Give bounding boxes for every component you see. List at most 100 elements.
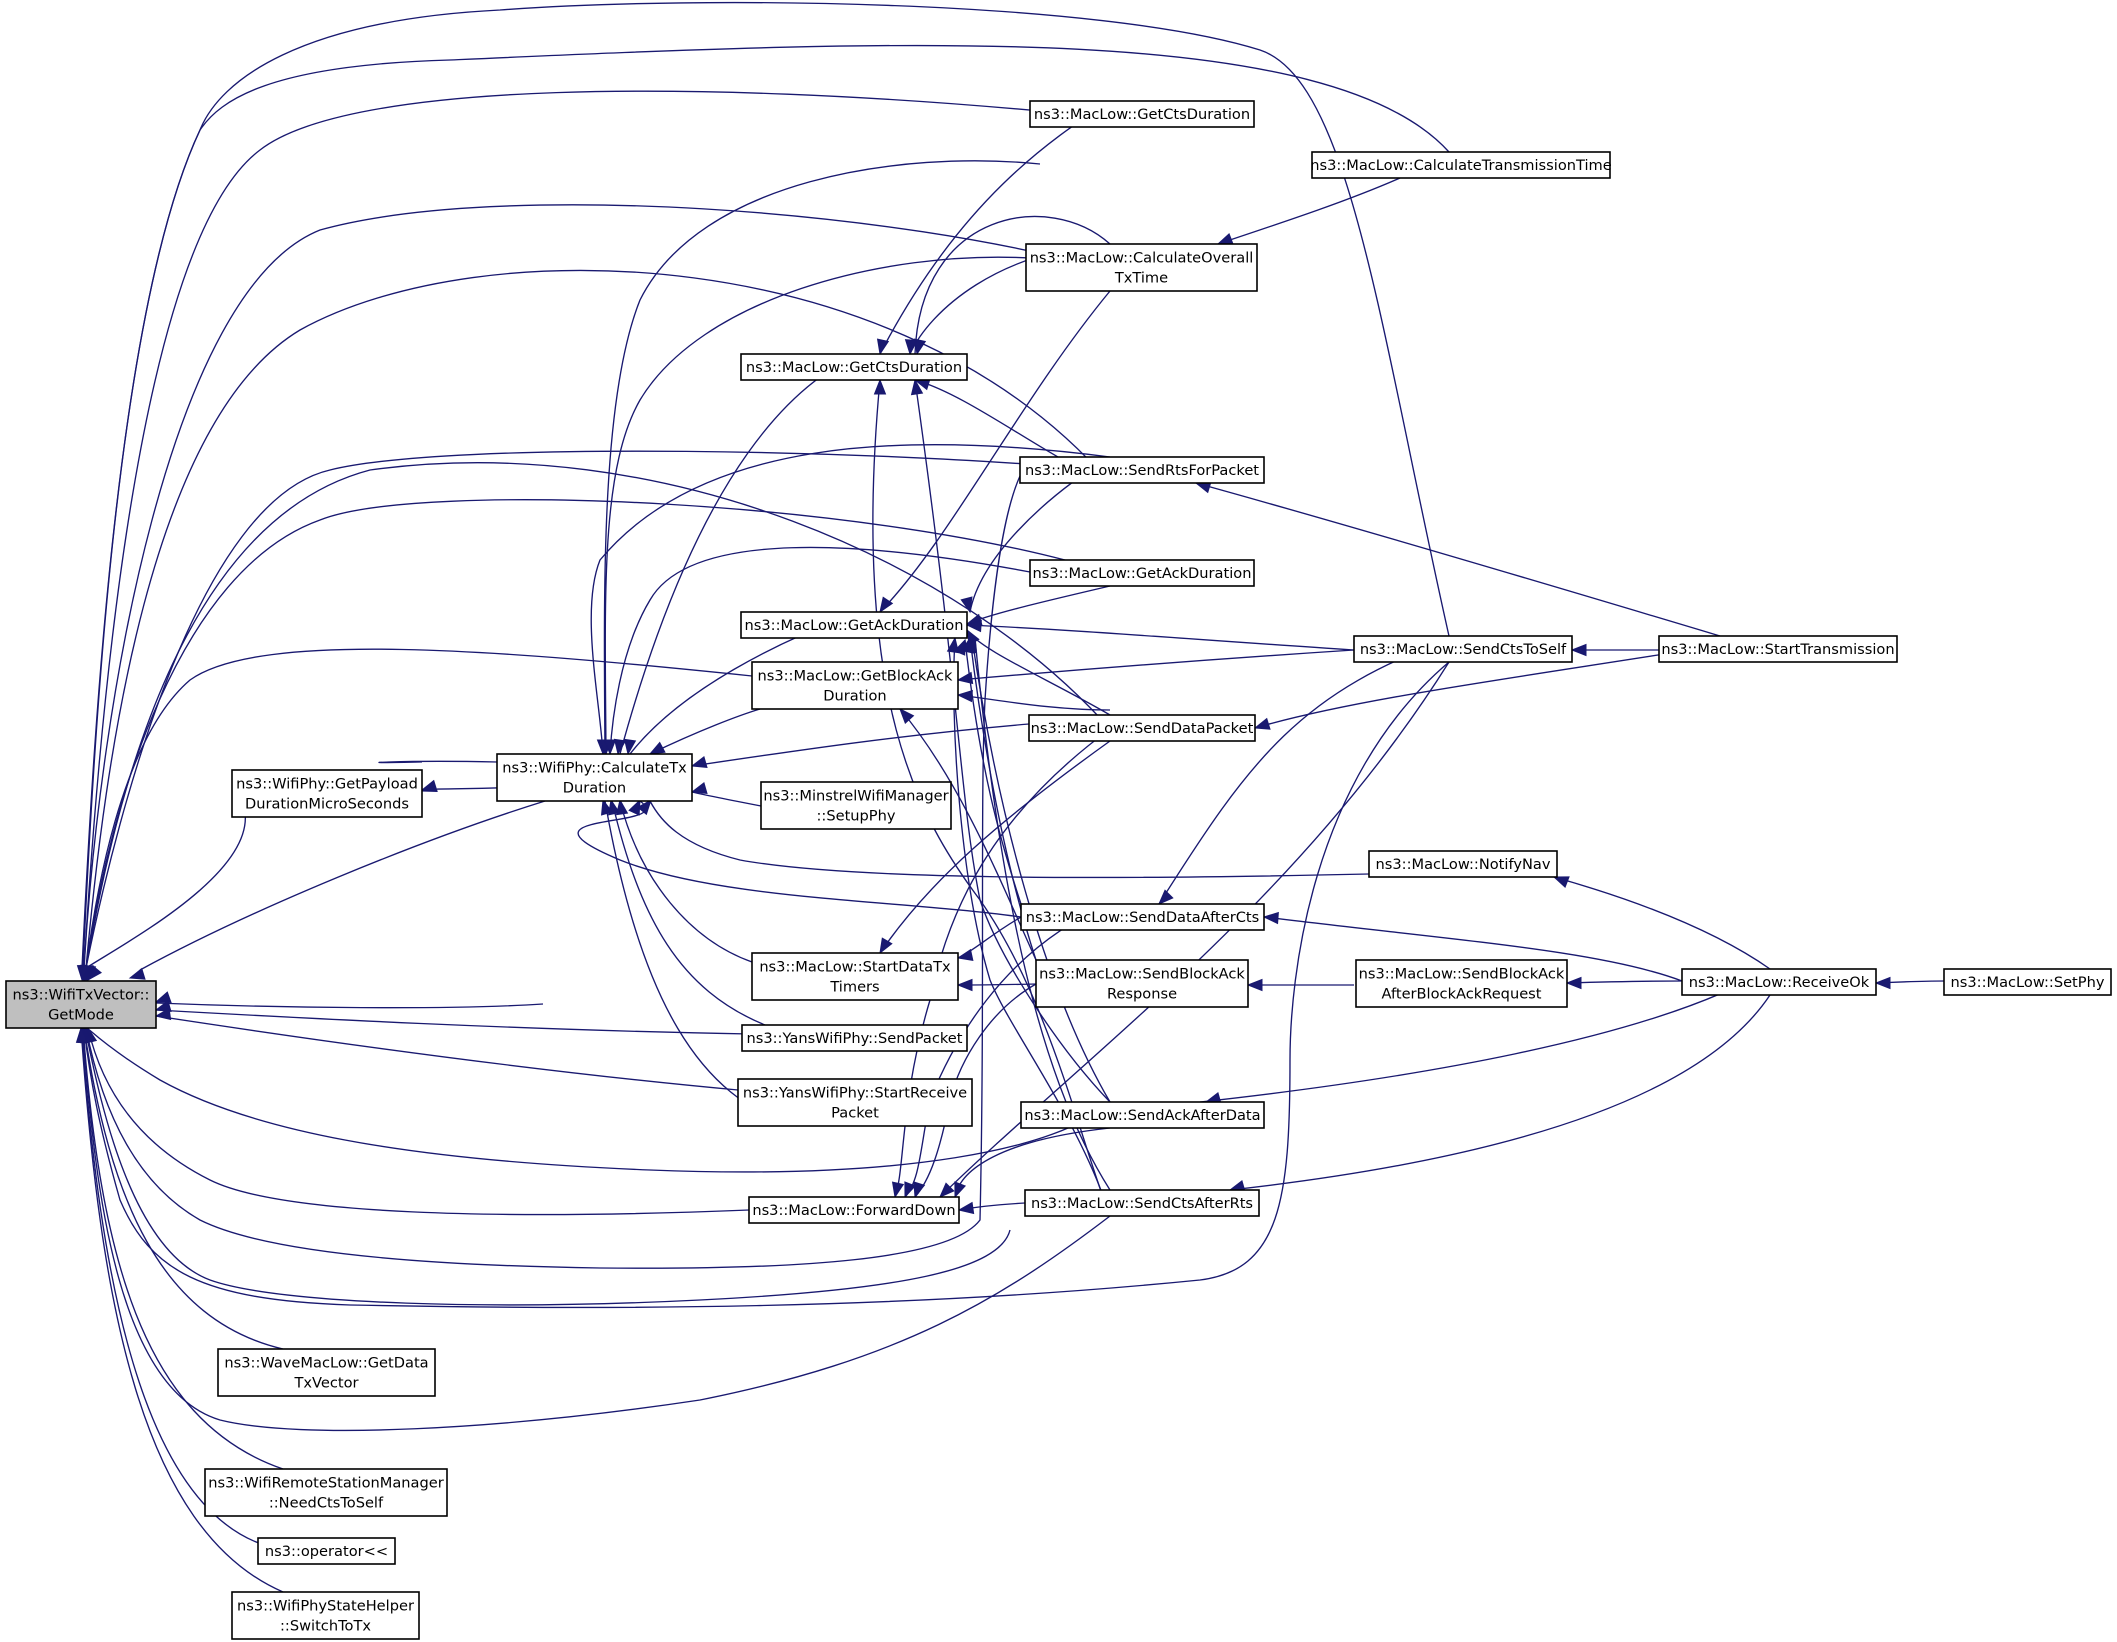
call-edge [954, 1127, 1111, 1199]
arrowhead-icon [613, 738, 627, 756]
arrowhead-icon [956, 978, 973, 992]
edge-line [914, 215, 1111, 355]
node-box [1028, 714, 1256, 742]
call-edge [956, 978, 1037, 992]
node-box [1943, 968, 2112, 996]
arrowhead-icon [1246, 978, 1263, 992]
arrowhead-icon [154, 991, 172, 1003]
node-setPhy[interactable]: ns3::MacLow::SetPhy [1943, 968, 2112, 996]
node-label: ns3::MacLow::ForwardDown [752, 1202, 955, 1219]
node-root[interactable]: ns3::WifiTxVector::GetMode [5, 980, 157, 1029]
call-edge [965, 636, 1111, 1191]
arrowhead-icon [960, 596, 973, 614]
node-layer: ns3::WifiTxVector::GetMode ns3::WifiPhy::… [5, 100, 2112, 1640]
node-label: ns3::YansWifiPhy::SendPacket [747, 1030, 963, 1047]
node-label: ns3::WifiPhy::CalculateTx [502, 760, 687, 777]
node-getCtsDurA[interactable]: ns3::MacLow::GetCtsDuration [1029, 100, 1255, 128]
edge-line [954, 1127, 1111, 1198]
call-edge [128, 800, 546, 980]
node-sendData[interactable]: ns3::MacLow::SendDataPacket [1028, 714, 1256, 742]
call-edge [1253, 649, 1691, 730]
node-label: ns3::MacLow::NotifyNav [1376, 856, 1551, 873]
node-operatorLtLt[interactable]: ns3::operator<< [257, 1537, 396, 1565]
call-edge [85, 806, 247, 982]
edge-line [83, 90, 1041, 969]
node-label: Duration [823, 688, 886, 705]
node-getCtsDurB[interactable]: ns3::MacLow::GetCtsDuration [740, 353, 968, 381]
node-getAckDurA[interactable]: ns3::MacLow::GetAckDuration [1029, 559, 1255, 587]
call-edge [78, 90, 1041, 982]
call-edge [603, 546, 1031, 756]
node-getAckDurB[interactable]: ns3::MacLow::GetAckDuration [740, 611, 968, 639]
call-edge [899, 707, 1037, 961]
node-getPayload[interactable]: ns3::WifiPhy::GetPayloadDurationMicroSec… [231, 769, 423, 818]
node-label: ::SwitchToTx [280, 1618, 371, 1635]
arrowhead-icon [1565, 976, 1582, 990]
edge-line [1254, 649, 1691, 729]
edge-line [1199, 968, 1771, 1103]
node-notifyNav[interactable]: ns3::MacLow::NotifyNav [1368, 850, 1558, 878]
node-sendRts[interactable]: ns3::MacLow::SendRtsForPacket [1019, 456, 1265, 484]
edge-line [83, 1027, 284, 1350]
edge-line [974, 637, 1111, 1191]
node-forwardDown[interactable]: ns3::MacLow::ForwardDown [748, 1196, 960, 1224]
call-edge [965, 585, 1111, 626]
node-sendDataAfterCts[interactable]: ns3::MacLow::SendDataAfterCts [1020, 903, 1265, 931]
node-sendCtsToSelf[interactable]: ns3::MacLow::SendCtsToSelf [1353, 635, 1573, 663]
node-sendBlockAckAfter[interactable]: ns3::MacLow::SendBlockAckAfterBlockAckRe… [1355, 959, 1568, 1008]
node-label: Duration [563, 780, 626, 797]
node-box [257, 1537, 396, 1565]
arrowhead-icon [154, 1000, 172, 1013]
node-startTransmission[interactable]: ns3::MacLow::StartTransmission [1658, 635, 1898, 663]
node-minstrel[interactable]: ns3::MinstrelWifiManager::SetupPhy [760, 781, 952, 830]
node-label: ::SetupPhy [817, 808, 896, 825]
node-label: ns3::MacLow::GetCtsDuration [1034, 106, 1250, 123]
arrowhead-icon [1262, 911, 1279, 925]
node-needCts[interactable]: ns3::WifiRemoteStationManager::NeedCtsTo… [204, 1468, 448, 1517]
call-edge [76, 1, 1450, 982]
arrowhead-icon [154, 1007, 172, 1021]
node-label: ns3::WifiPhy::GetPayload [236, 776, 418, 793]
edge-line [82, 1027, 284, 1470]
node-box [760, 781, 952, 830]
edge-line [899, 708, 1037, 961]
node-label: ns3::MinstrelWifiManager [763, 788, 948, 805]
call-edge [1246, 978, 1354, 992]
node-sendAckAfterData[interactable]: ns3::MacLow::SendAckAfterData [1020, 1101, 1265, 1129]
call-edge [154, 1000, 752, 1035]
node-receiveOk[interactable]: ns3::MacLow::ReceiveOk [1681, 968, 1877, 996]
node-label: ns3::WifiTxVector:: [13, 987, 150, 1004]
arrowhead-icon [1158, 889, 1174, 905]
node-label: ns3::MacLow::GetAckDuration [1033, 565, 1252, 582]
arrowhead-icon [956, 689, 973, 703]
node-switchToTx[interactable]: ns3::WifiPhyStateHelper::SwitchToTx [231, 1591, 420, 1640]
arrowhead-icon [1216, 232, 1234, 245]
arrowhead-icon [1253, 717, 1271, 730]
call-edge [1228, 994, 1771, 1193]
edge-line [83, 204, 1111, 969]
call-edge [1262, 911, 1683, 982]
edge-line [957, 694, 1111, 711]
node-sendCtsAfterRts[interactable]: ns3::MacLow::SendCtsAfterRts [1024, 1189, 1260, 1217]
edge-line [966, 624, 1355, 651]
arrowhead-icon [128, 967, 146, 980]
node-box [1029, 100, 1255, 128]
node-box [1019, 456, 1265, 484]
call-edge [1570, 643, 1681, 657]
call-edge [1199, 968, 1771, 1105]
node-yansSend[interactable]: ns3::YansWifiPhy::SendPacket [741, 1024, 968, 1052]
arrowhead-icon [603, 739, 617, 756]
node-calcTransTime[interactable]: ns3::MacLow::CalculateTransmissionTime [1310, 151, 1612, 179]
call-edge [910, 378, 1111, 1103]
node-label: ns3::MacLow::SendCtsAfterRts [1031, 1195, 1253, 1212]
arrowhead-icon [954, 1181, 967, 1199]
arrowhead-icon [76, 965, 90, 982]
call-edge [879, 740, 1111, 955]
